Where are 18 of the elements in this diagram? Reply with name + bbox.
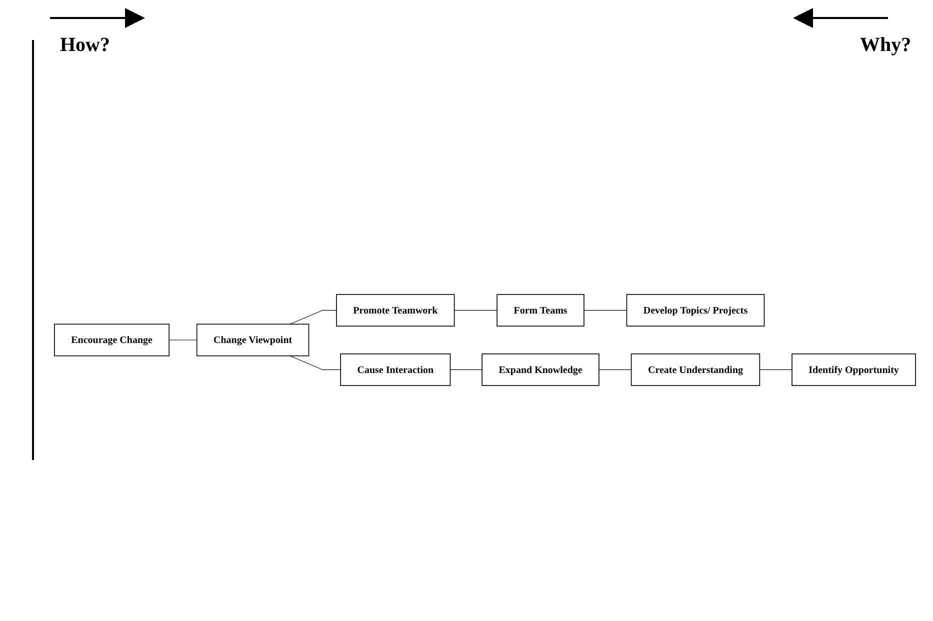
connector — [584, 310, 628, 311]
connector — [450, 369, 482, 370]
node-box: Promote Teamwork — [336, 294, 455, 327]
node-box: Create Understanding — [630, 353, 760, 386]
node-box: Change Viewpoint — [196, 324, 310, 356]
connector — [759, 369, 792, 370]
connector — [290, 310, 337, 324]
connector — [598, 369, 632, 370]
node-box: Expand Knowledge — [482, 353, 600, 386]
node-box: Encourage Change — [54, 324, 170, 356]
node-box: Identify Opportunity — [792, 353, 916, 386]
connector — [290, 356, 341, 370]
node-box: Cause Interaction — [340, 353, 451, 386]
direction-label: How? — [60, 34, 110, 57]
node-box: Form Teams — [496, 294, 584, 327]
node-box: Develop Topics/ Projects — [626, 294, 765, 327]
direction-label: Why? — [860, 34, 912, 57]
connector — [454, 310, 498, 311]
